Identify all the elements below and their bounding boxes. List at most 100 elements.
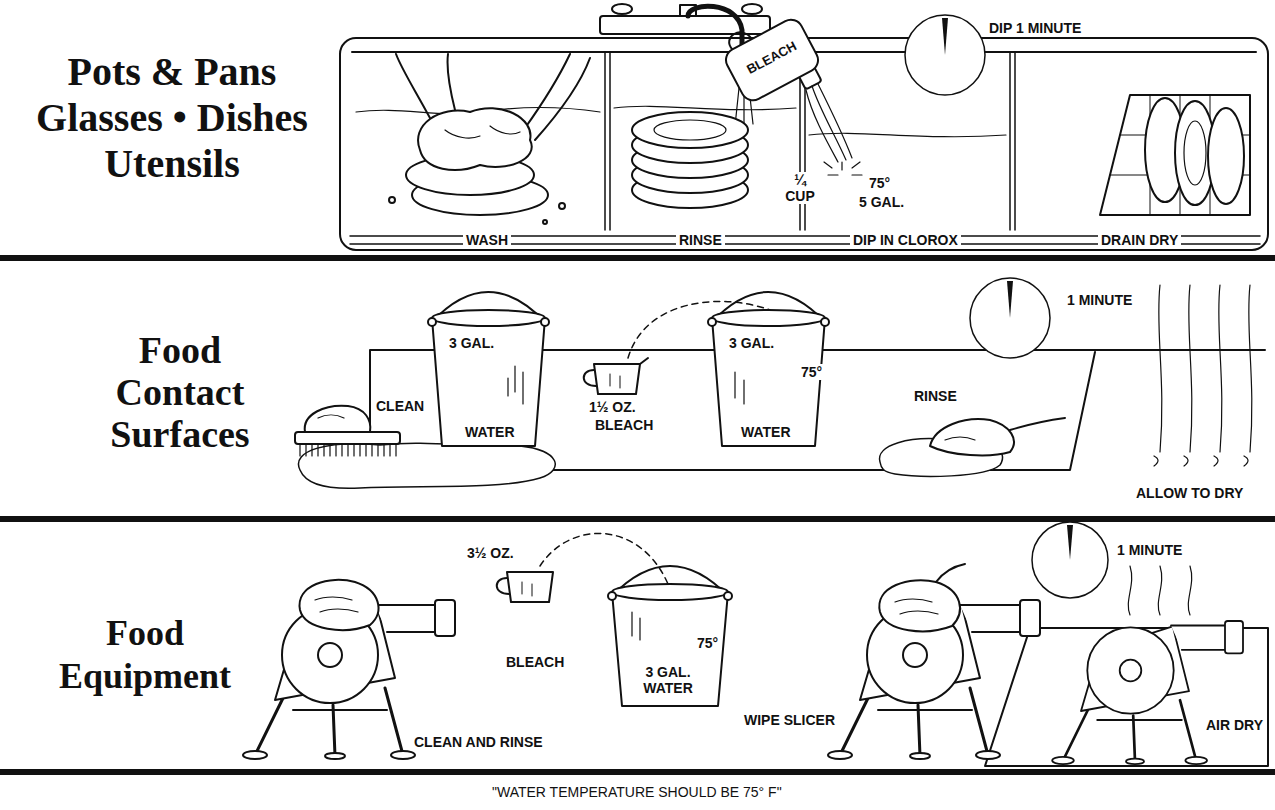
timer-clock (942, 18, 948, 55)
section-band: Food Equipment (0, 522, 1275, 769)
callout-label: 75° (694, 635, 721, 651)
timer-clock (1067, 525, 1073, 560)
scrub-brush (300, 444, 396, 456)
bucket (724, 592, 732, 600)
callout-label: 3½ OZ. (464, 545, 517, 561)
wiping-hand (879, 564, 965, 631)
drying-lines (1128, 566, 1191, 615)
drying-lines (1159, 285, 1252, 452)
callout-label: 1 MINUTE (1114, 542, 1185, 558)
timer-clock (970, 278, 1050, 358)
measuring-cup (507, 572, 553, 602)
bucket (821, 318, 829, 326)
timer-clock (905, 15, 985, 95)
callout-label: ALLOW TO DRY (1133, 485, 1246, 501)
bucket (735, 372, 744, 404)
measuring-cup (594, 364, 640, 394)
measuring-cup (610, 374, 620, 388)
dish-stack (632, 112, 748, 148)
bucket (432, 310, 545, 326)
measuring-cup (497, 572, 553, 602)
wiping-hand (879, 580, 960, 631)
cleaning-hand (300, 580, 379, 630)
pour-path (540, 533, 668, 584)
section-separator (0, 769, 1275, 775)
washing-hands (418, 108, 532, 170)
timer-clock (1032, 522, 1108, 598)
slicer (1052, 621, 1243, 764)
bucket (712, 310, 825, 326)
drying-lines (1154, 456, 1248, 466)
washing-hands (543, 220, 547, 224)
bucket (632, 612, 640, 640)
callout-label: WASH (463, 232, 511, 248)
timer-clock (1032, 522, 1108, 598)
callout-label: CLEAN (373, 398, 427, 414)
rinsing-hand (945, 437, 975, 440)
callout-label: BLEACH (503, 654, 567, 670)
rinsing-hand (930, 418, 1065, 455)
bleach-stream (806, 84, 852, 162)
measuring-cup (640, 358, 648, 364)
bucket (608, 566, 732, 706)
section-heading: Food Equipment (45, 612, 245, 698)
bleach-bottle (722, 16, 822, 105)
dish-stack (632, 112, 748, 208)
scrub-brush (305, 406, 371, 432)
section-separator (0, 516, 1275, 522)
bucket (608, 592, 616, 600)
timer-clock (1007, 281, 1013, 318)
cleaning-hand (315, 597, 358, 612)
dish-rack (1100, 95, 1250, 215)
washing-hands (389, 54, 590, 224)
callout-label: 3 GAL. (446, 335, 497, 351)
puddle (298, 439, 1002, 489)
caption-note: "WATER TEMPERATURE SHOULD BE 75° F" (489, 784, 785, 800)
callout-label: 3 GAL. WATER (637, 664, 699, 696)
rinsing-hand (930, 419, 1014, 455)
faucet (612, 4, 632, 14)
callout-label: RINSE (911, 388, 960, 404)
section-heading: Pots & Pans Glasses • Dishes Utensils (12, 49, 332, 187)
callout-label: WATER (462, 424, 518, 440)
callout-label: 75° (866, 175, 893, 191)
timer-clock (905, 15, 985, 95)
section-band: Pots & Pans Glasses • Dishes Utensils (0, 0, 1275, 255)
bucket (428, 292, 549, 446)
callout-label: DRAIN DRY (1098, 232, 1181, 248)
bleach-stream (806, 84, 862, 175)
callout-label: RINSE (676, 232, 725, 248)
drying-lines (1154, 285, 1252, 466)
callout-label: 5 GAL. (856, 194, 907, 210)
callout-label: ¼ CUP (779, 172, 821, 204)
bucket (508, 366, 523, 404)
wiping-hand (936, 564, 965, 582)
bleach-stream (824, 162, 862, 175)
callout-label: 1 MINUTE (1064, 292, 1135, 308)
callout-label: WIPE SLICER (741, 712, 838, 728)
faucet (742, 4, 762, 14)
bucket (712, 318, 825, 446)
timer-clock (970, 278, 1050, 358)
dish-rack (1208, 108, 1244, 204)
section-heading: Food Contact Surfaces (80, 329, 280, 455)
bucket (612, 584, 728, 600)
washing-hands (559, 203, 565, 209)
dish-rack (1100, 95, 1250, 215)
dish-rack (1110, 95, 1250, 215)
dish-rack (1184, 121, 1206, 185)
scrub-brush (318, 415, 344, 418)
cleaning-hand (300, 580, 379, 630)
bucket (432, 318, 545, 446)
callout-label: 3 GAL. (726, 335, 777, 351)
bucket (612, 592, 728, 706)
callout-label: BLEACH (592, 417, 656, 433)
water-surface (809, 133, 1006, 136)
callout-label: AIR DRY (1203, 717, 1266, 733)
bucket (708, 318, 716, 326)
callout-label: 1½ OZ. (586, 399, 639, 415)
callout-label: WATER (738, 424, 794, 440)
drying-lines (1128, 566, 1191, 615)
